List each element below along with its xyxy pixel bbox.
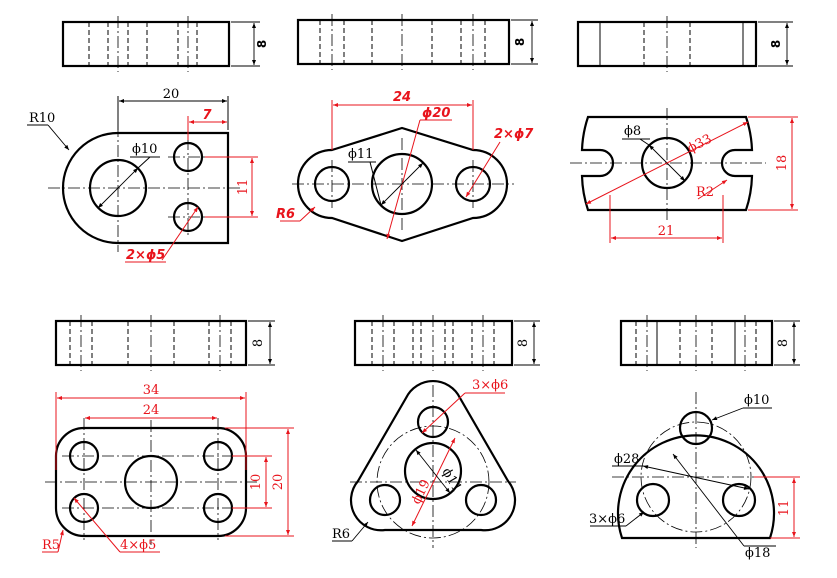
part-6-side-view: 8 [619,315,800,371]
part-6-height-dim: 11 [777,500,792,517]
part-3-height-dim: 18 [775,155,790,172]
part-5: 8 3×ϕ6 ϕ19 ϕ11 R6 [332,315,540,548]
part-4-top-view: 34 24 20 10 R5 4×ϕ5 [42,383,294,553]
part-3-top-view: ϕ8 ϕ33 R2 21 18 [570,108,798,243]
part-1-thickness-label: 8 [255,40,269,48]
part-3-thickness-label: 8 [769,40,783,48]
part-4-spacing-dim: 24 [143,403,160,418]
part-1-top-view: 20 7 ϕ10 R10 11 2×ϕ5 [27,87,258,263]
part-2-top-view: 24 ϕ20 2×ϕ7 ϕ11 R6 [276,90,534,243]
part-2-side-dim: 2×ϕ7 [494,127,534,142]
part-5-thickness-label: 8 [516,339,531,347]
part-6-thickness-label: 8 [776,339,791,347]
part-1-hole-dim: ϕ10 [132,142,157,157]
part-4-vspacing-dim: 10 [249,474,264,491]
part-4-height-dim: 20 [271,474,286,491]
part-1-holes-dim: 2×ϕ5 [126,248,165,263]
part-1-height-dim: 11 [236,179,251,196]
part-1-radius-dim: R10 [29,111,55,126]
part-1-length-dim: 20 [163,87,180,102]
part-5-top-view: 3×ϕ6 ϕ19 ϕ11 R6 [332,378,517,548]
part-6-top-hole-dim: ϕ10 [744,393,769,408]
part-5-holes-dim: 3×ϕ6 [472,378,508,393]
part-4-radius-dim: R5 [42,538,60,553]
part-3-arc-dim: ϕ33 [685,132,714,157]
part-1-offset-dim: 7 [202,108,212,123]
part-5-side-view: 8 [353,315,540,371]
part-4-holes-dim: 4×ϕ5 [120,538,156,553]
part-2-radius-dim: R6 [276,207,295,222]
part-1-side-view: 8 [61,16,269,72]
part-2: 8 24 ϕ20 2×ϕ7 ϕ11 [276,14,538,243]
part-2-center-dim: ϕ20 [422,106,450,121]
part-6-pcd-dim: ϕ28 [614,452,639,467]
part-4: 8 34 24 20 [42,315,294,553]
part-3-hole-dim: ϕ8 [624,124,641,139]
part-3: 8 ϕ8 ϕ33 R2 21 18 [570,16,798,243]
part-4-thickness-label: 8 [251,339,266,347]
part-5-radius-dim: R6 [332,527,350,542]
part-1: 8 20 7 ϕ10 [27,16,269,263]
part-3-side-view: 8 [576,16,793,72]
part-6-outer-dim: ϕ18 [745,546,770,561]
part-2-hole-dim: ϕ11 [348,147,373,162]
part-6-holes-dim: 3×ϕ6 [589,512,625,527]
part-4-side-view: 8 [54,315,275,371]
part-3-length-dim: 21 [658,224,675,239]
part-2-length-dim: 24 [393,90,411,105]
part-6-top-view: ϕ10 ϕ28 3×ϕ6 ϕ18 11 [589,392,800,561]
part-3-radius-dim: R2 [696,185,714,200]
part-4-total-dim: 34 [143,383,160,398]
part-2-side-view: 8 [296,14,538,70]
part-2-thickness-label: 8 [513,38,527,46]
part-6: 8 ϕ10 ϕ28 3×ϕ6 ϕ18 [589,315,800,561]
